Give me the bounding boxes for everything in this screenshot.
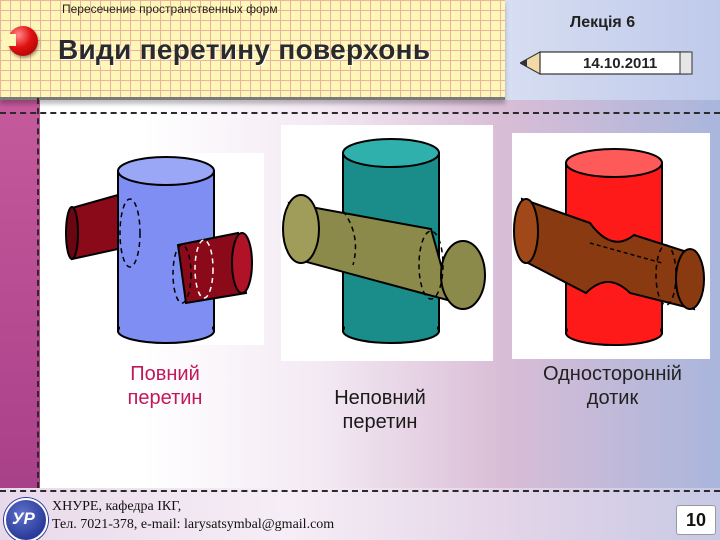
left-dashed-divider: [37, 98, 39, 488]
figure-one-sided-tangency: [512, 133, 710, 359]
subject-title: Пересечение пространственных форм: [62, 2, 278, 16]
caption-line: Односторонній: [543, 363, 682, 385]
figure-partial-intersection: [281, 125, 493, 361]
footer-contact: ХНУРЕ, кафедра ІКГ, Тел. 7021-378, e-mai…: [52, 498, 334, 534]
caption-full-intersection: Повний перетин: [70, 362, 260, 410]
slide-title: Види перетину поверхонь: [58, 34, 431, 65]
bottom-decor-band: [0, 488, 720, 540]
header-right-panel: [505, 0, 720, 100]
caption-partial-intersection: Неповний перетин: [280, 386, 480, 434]
caption-line: Неповний: [334, 387, 426, 409]
caption-line: перетин: [127, 387, 203, 409]
caption-line: перетин: [342, 411, 418, 433]
pencil-icon: [520, 51, 693, 75]
logo-text: УР: [12, 509, 35, 528]
header-grid-panel: [0, 0, 505, 100]
left-decor-band: [0, 95, 40, 540]
footer-dashed-divider: [0, 490, 720, 492]
lecture-label: Лекція 6: [570, 14, 636, 31]
date-label: 14.10.2011: [583, 55, 658, 72]
figure-full-intersection: [60, 153, 264, 345]
caption-line: Повний: [130, 363, 200, 385]
footer-line-1: ХНУРЕ, кафедра ІКГ,: [52, 499, 182, 514]
red-bullet-icon: [2, 26, 38, 56]
footer-line-2: Тел. 7021-378, e-mail: larysatsymbal@gma…: [52, 517, 335, 532]
caption-one-sided-tangency: Односторонній дотик: [505, 362, 720, 410]
caption-line: дотик: [586, 387, 639, 409]
university-logo-icon: УР: [4, 498, 48, 540]
header-dashed-divider: [0, 112, 720, 114]
page-number: 10: [676, 505, 716, 535]
